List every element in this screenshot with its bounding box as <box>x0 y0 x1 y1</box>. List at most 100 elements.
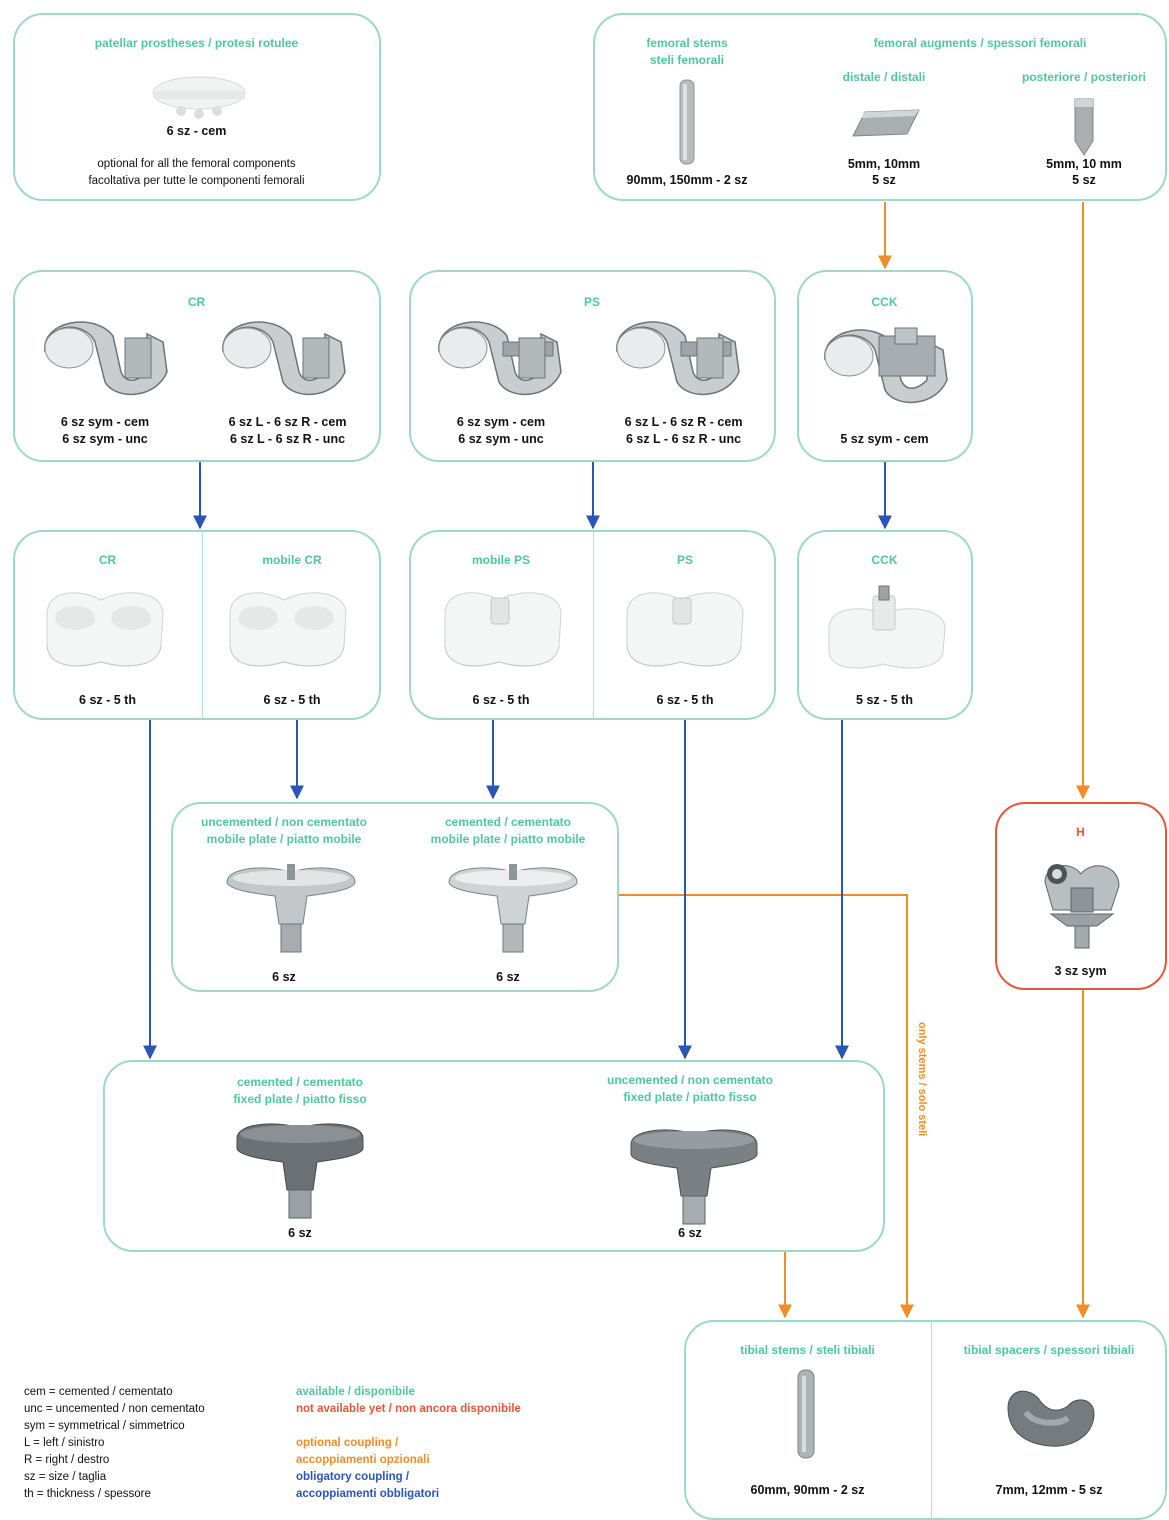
cr-femoral-title: CR <box>187 295 206 309</box>
mobile-ps-insert-title: mobile PS <box>471 553 530 567</box>
fixed-plates-box: cemented / cementato fixed plate / piatt… <box>103 1060 885 1252</box>
femoral-augments-title: femoral augments / spessori femorali <box>873 36 1087 50</box>
unc-mobile-plate-subtitle: mobile plate / piatto mobile <box>206 832 362 846</box>
legend-r: R = right / destro <box>24 1454 110 1466</box>
femoral-stems-title: femoral stems <box>646 36 728 50</box>
legend-cem: cem = cemented / cementato <box>24 1386 173 1398</box>
cck-insert-sizes: 5 sz - 5 th <box>856 693 913 707</box>
mobile-to-stems-arrow <box>619 894 914 1319</box>
hinge-title: H <box>1076 825 1085 839</box>
cck-femoral-box: CCK 5 sz sym - cem <box>797 270 973 462</box>
legend-optional: optional coupling / <box>296 1437 399 1449</box>
ps-femoral-left-unc: 6 sz sym - unc <box>458 432 544 446</box>
unc-mobile-plate-sizes: 6 sz <box>272 970 296 984</box>
distal-augment-sizes: 5mm, 10mm <box>847 157 921 171</box>
femoral-component-icon <box>824 327 948 404</box>
cr-femoral-right-unc: 6 sz L - 6 sz R - unc <box>229 432 346 446</box>
tibial-stem-icon <box>797 1369 815 1459</box>
unc-fixed-plate-title: uncemented / non cementato <box>606 1073 774 1087</box>
cem-mobile-plate-subtitle: mobile plate / piatto mobile <box>430 832 586 846</box>
cem-fixed-plate-subtitle: fixed plate / piatto fisso <box>233 1092 367 1106</box>
femoral-component-icon <box>44 321 168 396</box>
abbreviation-legend: cem = cemented / cementato unc = uncemen… <box>24 1384 205 1503</box>
legend-th: th = thickness / spessore <box>24 1488 151 1500</box>
ps-inserts-box: mobile PS 6 sz - 5 th PS 6 sz - 5 th <box>409 530 776 720</box>
tibial-stems-title: tibial stems / steli tibiali <box>740 1343 875 1357</box>
distal-augment-title: distale / distali <box>842 70 926 84</box>
legend-l: L = left / sinistro <box>24 1437 105 1449</box>
patella-prosthesis-icon <box>152 76 246 119</box>
cck-insert-box: CCK 5 sz - 5 th <box>797 530 973 720</box>
femoral-stems-subtitle: steli femorali <box>649 53 725 67</box>
femoral-stems-sizes: 90mm, 150mm - 2 sz <box>626 173 748 187</box>
legend-not-available: not available yet / non ancora disponibi… <box>296 1403 521 1415</box>
patellar-title: patellar prostheses / protesi rotulee <box>94 36 299 50</box>
posterior-augment-title: posteriore / posteriori <box>1021 70 1147 84</box>
legend-optional-it: accoppiamenti opzionali <box>296 1454 430 1466</box>
ps-insert-title: PS <box>676 553 693 567</box>
tibial-insert-icon <box>46 592 164 667</box>
tibial-spacers-sizes: 7mm, 12mm - 5 sz <box>995 1483 1103 1497</box>
legend-sz: sz = size / taglia <box>24 1471 107 1483</box>
cr-femoral-left-cem: 6 sz sym - cem <box>60 415 150 429</box>
color-legend: available / disponibile not available ye… <box>296 1384 521 1503</box>
unc-mobile-plate-title: uncemented / non cementato <box>200 815 368 829</box>
mobile-ps-insert-sizes: 6 sz - 5 th <box>472 693 530 707</box>
hinge-sizes: 3 sz sym <box>1054 964 1107 978</box>
mobile-cr-insert-title: mobile CR <box>262 553 322 567</box>
tibial-insert-icon <box>229 592 347 667</box>
femoral-component-icon <box>616 321 740 396</box>
legend-obligatory: obligatory coupling / <box>296 1471 410 1483</box>
tibial-insert-icon <box>626 592 744 667</box>
legend-available: available / disponibile <box>296 1386 415 1398</box>
patellar-sizes: 6 sz - cem <box>166 124 227 138</box>
cr-inserts-box: CR 6 sz - 5 th mobile CR 6 sz - 5 th <box>13 530 381 720</box>
femoral-component-icon <box>222 321 346 396</box>
ps-inserts-divider <box>593 532 594 718</box>
distal-augment-icon <box>852 109 920 137</box>
mobile-plates-box: uncemented / non cementato mobile plate … <box>171 802 619 992</box>
cr-femoral-right-cem: 6 sz L - 6 sz R - cem <box>228 415 347 429</box>
ps-femoral-right-cem: 6 sz L - 6 sz R - cem <box>624 415 743 429</box>
patellar-note-en: optional for all the femoral components <box>97 158 296 170</box>
cem-mobile-plate-title: cemented / cementato <box>444 815 572 829</box>
only-stems-label: only stems / solo steli <box>916 1022 928 1137</box>
femoral-stems-augments-box: femoral stems steli femorali 90mm, 150mm… <box>593 13 1167 201</box>
cem-fixed-plate-sizes: 6 sz <box>288 1226 312 1240</box>
fixed-plate-icon <box>236 1123 364 1219</box>
femoral-component-icon <box>438 321 562 396</box>
cr-insert-sizes: 6 sz - 5 th <box>79 693 136 707</box>
mobile-plate-icon <box>226 864 356 953</box>
ps-femoral-right-unc: 6 sz L - 6 sz R - unc <box>625 432 742 446</box>
ps-femoral-title: PS <box>583 295 600 309</box>
tibial-stems-spacers-box: tibial stems / steli tibiali 60mm, 90mm … <box>684 1320 1167 1520</box>
patellar-box: patellar prostheses / protesi rotulee 6 … <box>13 13 381 201</box>
mobile-plate-icon <box>448 864 578 953</box>
cck-insert-title: CCK <box>871 553 898 567</box>
tibial-insert-icon <box>444 592 562 667</box>
hinge-box: H 3 sz sym <box>995 802 1167 990</box>
ps-femoral-left-cem: 6 sz sym - cem <box>456 415 546 429</box>
ps-femoral-box: PS 6 sz sym - cem 6 sz sym - unc 6 sz L … <box>409 270 776 462</box>
femoral-stem-icon <box>679 79 695 165</box>
legend-sym: sym = symmetrical / simmetrico <box>24 1420 185 1432</box>
tibial-spacers-title: tibial spacers / spessori tibiali <box>963 1343 1135 1357</box>
mobile-cr-insert-sizes: 6 sz - 5 th <box>263 693 321 707</box>
cr-femoral-box: CR 6 sz sym - cem 6 sz sym - unc 6 sz L … <box>13 270 381 462</box>
posterior-augment-icon <box>1074 98 1094 156</box>
posterior-augment-count: 5 sz <box>1072 173 1096 187</box>
cck-femoral-sizes: 5 sz sym - cem <box>840 432 929 446</box>
cem-fixed-plate-title: cemented / cementato <box>236 1075 364 1089</box>
tibial-spacer-icon <box>1007 1390 1095 1447</box>
cem-mobile-plate-sizes: 6 sz <box>496 970 520 984</box>
cr-femoral-left-unc: 6 sz sym - unc <box>62 432 148 446</box>
legend-unc: unc = uncemented / non cementato <box>24 1403 205 1415</box>
cr-inserts-divider <box>202 532 203 718</box>
fixed-plate-icon <box>630 1129 758 1225</box>
ps-insert-sizes: 6 sz - 5 th <box>656 693 714 707</box>
cr-insert-title: CR <box>98 553 117 567</box>
tibial-stems-sizes: 60mm, 90mm - 2 sz <box>750 1483 865 1497</box>
tibial-divider <box>931 1322 932 1518</box>
unc-fixed-plate-sizes: 6 sz <box>678 1226 702 1240</box>
